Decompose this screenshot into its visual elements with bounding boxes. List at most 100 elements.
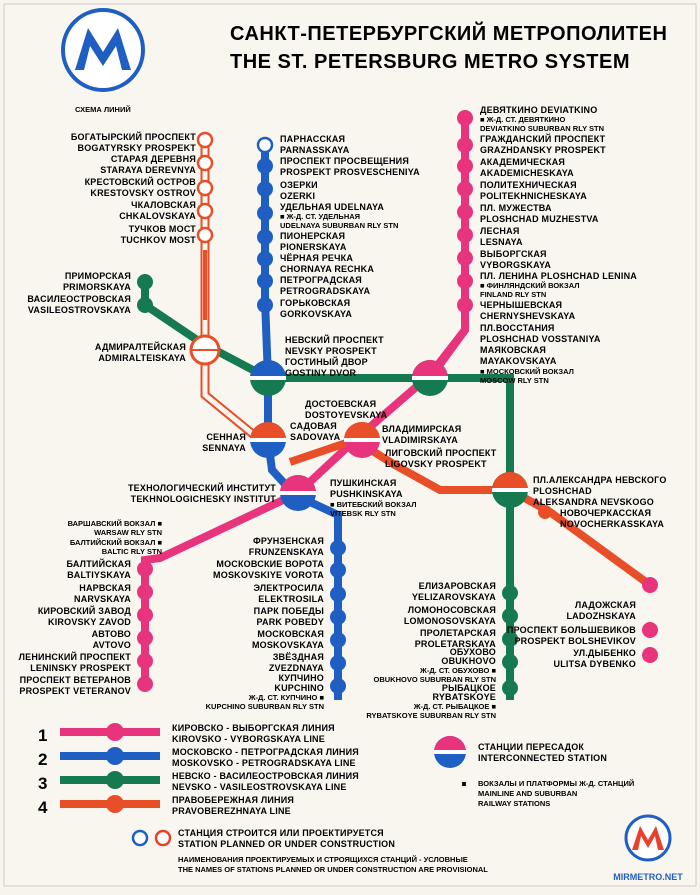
label-ladozhskaya-en: LADOZHSKAYA [566,611,636,621]
station-ladozhskaya [642,577,658,593]
label-nevskogo-en2: ALEKSANDRA NEVSKOGO [533,497,654,507]
schema-heading: СХЕМА ЛИНИЙ [75,105,131,114]
label-tekhnolog-en: TEKHNOLOGICHESKY INSTITUT [131,494,277,504]
label-chornaya-ru: ЧЁРНАЯ РЕЧКА [280,253,353,263]
label-vitebsk-en: VITEBSK RLY STN [330,509,396,518]
label-chernyshevskaya-en: CHERNYSHEVSKAYA [480,311,576,321]
label-ozerki-ru: ОЗЕРКИ [280,180,318,190]
label-staraya-ru: СТАРАЯ ДЕРЕВНЯ [111,154,196,164]
station-vasileostrovskaya [137,297,153,313]
label-grazhdansky-en: GRAZHDANSKY PROSPEKT [480,145,606,155]
station-bogatyrsky [196,131,214,149]
legend-planned: СТАНЦИЯ СТРОИТСЯ ИЛИ ПРОЕКТИРУЕТСЯ STATI… [131,828,395,849]
legend-interconnected: СТАНЦИИ ПЕРЕСАДОК INTERCONNECTED STATION [434,736,607,768]
label-bolshevikov-en: PROSPEKT BOLSHEVIKOV [514,636,636,646]
label-zvezdnaya-ru: ЗВЁЗДНАЯ [273,652,324,662]
station-krestovsky [196,179,214,197]
station-chornaya [257,251,273,267]
station-veteranov [137,676,153,692]
svg-text:1: 1 [38,726,47,745]
label-sadovaya-en: SADOVAYA [290,432,341,442]
station-frunzenskaya [330,540,346,556]
station-parnasskaya [256,136,274,154]
label-frunzenskaya-ru: ФРУНЗЕНСКАЯ [253,536,324,546]
label-udelnaya-ru: УДЕЛЬНАЯ UDELNAYA [280,202,384,212]
station-moskovskaya [330,632,346,648]
svg-text:MOSKOVSKO - PETROGRADSKAYA LIN: MOSKOVSKO - PETROGRADSKAYA LINE [172,758,356,768]
label-rybatskoye-rly-ru: Ж-Д. СТ. РЫБАЦКОЕ ■ [413,702,497,711]
label-yelizarovskaya-en: YELIZAROVSKAYA [412,592,496,602]
label-prosveshcheniya-en: PROSPEKT PROSVESCHENIYA [280,167,420,177]
label-baltiyskaya-ru: БАЛТИЙСКАЯ [67,558,131,569]
station-petrogradskaya [257,273,273,289]
station-vyborgskaya [457,250,473,266]
label-mayakovskaya-en: MAYAKOVSKAYA [480,356,557,366]
label-pionerskaya-ru: ПИОНЕРСКАЯ [280,231,345,241]
label-avtovo-ru: АВТОВО [92,629,131,639]
line-3-track [141,282,514,700]
label-vasileostrovskaya-en: VASILEOSTROVSKAYA [28,305,131,315]
label-tekhnolog-ru: ТЕХНОЛОГИЧЕСКИЙ ИНСТИТУТ [128,482,276,493]
label-leninsky-ru: ЛЕНИНСКИЙ ПРОСПЕКТ [19,651,132,662]
label-staraya-en: STARAYA DEREVNYA [100,165,196,175]
metro-logo-icon [61,8,145,92]
label-primorskaya-en: PRIMORSKAYA [63,282,131,292]
label-gostiny-ru: ГОСТИНЫЙ ДВОР [285,356,368,367]
station-yelizarovskaya [502,585,518,601]
label-baltic-en: BALTIC RLY STN [102,547,162,556]
label-dybenko-en: ULITSA DYBENKO [554,659,636,669]
label-obukhovo-ru: ОБУХОВО [450,647,496,657]
station-prosveshcheniya [257,158,273,174]
station-baltiyskaya [137,561,153,577]
label-bogatyrsky-ru: БОГАТЫРСКИЙ ПРОСПЕКТ [71,131,196,142]
svg-text:ПРАВОБЕРЕЖНАЯ ЛИНИЯ: ПРАВОБЕРЕЖНАЯ ЛИНИЯ [172,795,294,805]
station-politekh [457,181,473,197]
mirmetro-logo-icon [624,814,672,862]
label-sadovaya-ru: САДОВАЯ [290,421,337,431]
line-1-stations [137,110,473,692]
label-akademicheskaya-ru: АКАДЕМИЧЕСКАЯ [480,157,565,167]
interchange-tekhnolog [280,475,316,511]
label-obukhovo-rly-en: OBUKHOVO SUBURBAN RLY STN [373,675,496,684]
station-dybenko [642,647,658,663]
label-dostoyevskaya-en: DOSTOYEVSKAYA [305,410,388,420]
label-moskovskiye-en: MOSKOVSKIYE VOROTA [213,570,324,580]
label-obukhovo-en: OBUKHOVO [441,656,496,666]
label-vosstaniya-ru: ПЛ.ВОССТАНИЯ [480,323,555,333]
line-3-stations [502,585,518,696]
label-vladimirskaya-ru: ВЛАДИМИРСКАЯ [382,424,461,434]
label-nevsky-ru: НЕВСКИЙ ПРОСПЕКТ [285,334,384,345]
label-udelnaya-rly: ■ Ж-Д. СТ. УДЕЛЬНАЯ [280,212,360,221]
label-kupchino-rly-en: KUPCHINO SUBURBAN RLY STN [206,702,324,711]
station-kupchino [330,678,346,694]
label-lomonosovskaya-en: LOMONOSOVSKAYA [404,616,496,626]
label-chkalovskaya-en: CHKALOVSKAYA [119,211,196,221]
label-parnasskaya-ru: ПАРНАССКАЯ [280,134,345,144]
station-chernyshevskaya [457,297,473,313]
station-lesnaya [457,227,473,243]
station-pionerskaya [257,229,273,245]
station-grazhdansky [457,137,473,153]
station-zvezdnaya [330,655,346,671]
label-ligovsky-ru: ЛИГОВСКИЙ ПРОСПЕКТ [385,447,497,458]
label-gorkovskaya-en: GORKOVSKAYA [280,309,352,319]
label-proletarskaya-en: PROLETARSKAYA [415,639,497,649]
legend-line-1: 1 КИРОВСКО - ВЫБОРГСКАЯ ЛИНИЯ KIROVSKO -… [38,723,335,745]
label-bogatyrsky-en: BOGATYRSKY PROSPEKT [78,143,197,153]
station-obukhovo [502,654,518,670]
svg-text:СТАНЦИИ ПЕРЕСАДОК: СТАНЦИИ ПЕРЕСАДОК [478,742,584,752]
label-vitebsk-ru: ■ ВИТЕБСКИЙ ВОКЗАЛ [330,500,417,509]
interchange-vladimirskaya [344,422,380,458]
label-novocherkasskaya-ru: НОВОЧЕРКАССКАЯ [560,508,651,518]
label-lomonosovskaya-ru: ЛОМОНОСОВСКАЯ [408,605,496,615]
label-park-ru: ПАРК ПОБЕДЫ [254,606,324,616]
label-vladimirskaya-en: VLADIMIRSKAYA [382,435,458,445]
label-park-en: PARK POBEDY [256,617,324,627]
legend-line-2: 2 МОСКОВСКО - ПЕТРОГРАДСКАЯ ЛИНИЯ MOSKOV… [38,747,359,769]
label-vyborgskaya-ru: ВЫБОРГСКАЯ [480,249,547,259]
label-devyatkino-rly-en: DEVIATKINO SUBURBAN RLY STN [480,124,604,133]
station-kirovsky [137,607,153,623]
label-kirovsky-ru: КИРОВСКИЙ ЗАВОД [38,605,132,616]
label-lenina-rly: ■ ФИНЛЯНДСКИЙ ВОКЗАЛ [480,281,579,290]
interchange-vosstaniya [412,360,448,396]
